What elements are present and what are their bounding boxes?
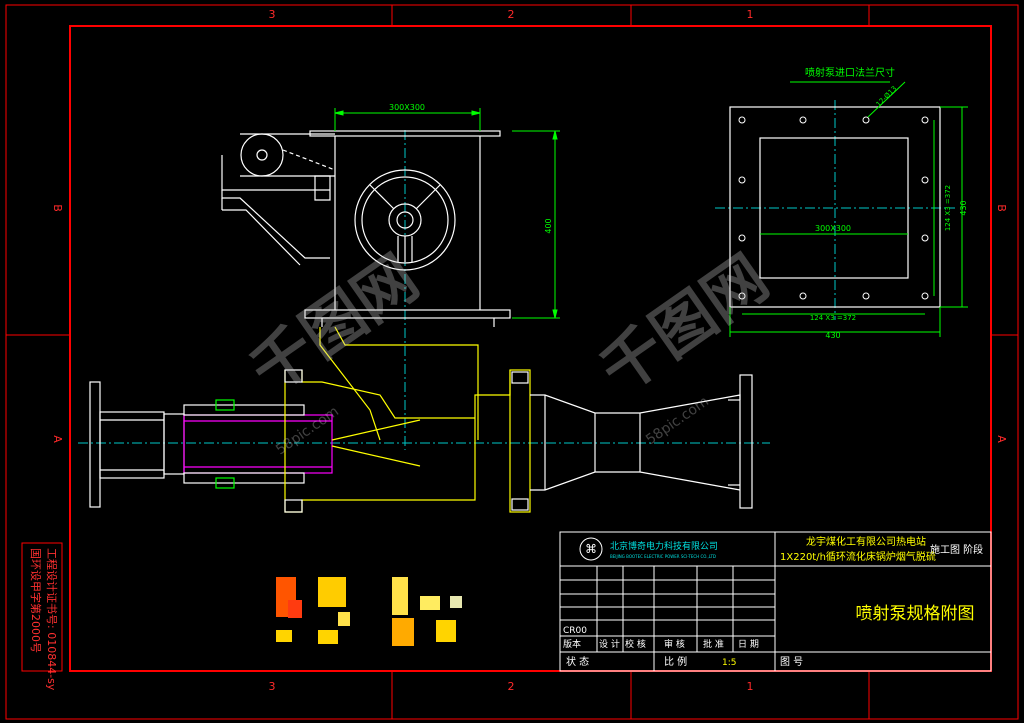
drawing-title: 喷射泵规格附图 [856, 604, 975, 624]
flange-title: 喷射泵进口法兰尺寸 [805, 66, 895, 79]
drawing-number-label: 图 号 [780, 656, 803, 668]
grid-label-bottom-2: 2 [508, 680, 515, 693]
grid-label-right-2: A [995, 435, 1008, 443]
row-label-approve: 批 准 [703, 638, 724, 650]
company-name-cn: 北京博奇电力科技有限公司 [610, 540, 718, 552]
row-label-review: 审 核 [664, 638, 685, 650]
bolt-holes [738, 116, 929, 300]
grid-label-right-1: B [995, 204, 1008, 212]
logo-pixel-block [276, 577, 462, 646]
flange-outer-v: 430 [959, 200, 968, 215]
grid-label-left-1: B [51, 204, 64, 212]
row-label-version: 版本 [563, 638, 581, 650]
side-stamp-line2: 国环设甲字第2000号 [29, 548, 43, 653]
project-line2: 1X220t/h循环流化床锅炉烟气脱硫 [780, 550, 936, 563]
flange-bolt-spacing-v: 124 X3 =372 [944, 185, 952, 231]
project-line1: 龙宇煤化工有限公司热电站 [806, 535, 926, 548]
design-stage: 施工图 阶段 [930, 543, 983, 556]
grid-label-bottom-1: 3 [269, 680, 276, 693]
grid-label-left-2: A [51, 435, 64, 443]
flange-bolt-spacing-h: 124 X3 =372 [810, 314, 856, 322]
inlet-duct [221, 130, 511, 327]
company-name-en: BEIJING BOOTEC ELECTRIC POWER SCI-TECH C… [610, 554, 716, 559]
grid-label-top-2: 2 [508, 8, 515, 21]
grid-label-bottom-3: 1 [747, 680, 754, 693]
scale-value: 1:5 [722, 658, 736, 668]
flange-detail [729, 81, 968, 337]
title-block [559, 531, 992, 672]
outer-border [5, 4, 1019, 720]
revision-row-labels: 版本 设 计 校 核 审 核 批 准 日 期 [563, 638, 759, 650]
grid-label-top-3: 1 [747, 8, 754, 21]
dim-inlet-width-label: 300X300 [389, 103, 425, 112]
centerlines [78, 100, 955, 450]
side-stamp-line1: 工程设计证书号: 010844-sy [45, 548, 58, 691]
dim-inlet-width [334, 108, 481, 131]
flange-outer-h: 430 [825, 331, 840, 340]
dim-height [512, 130, 560, 319]
status-label: 状 态 [566, 655, 589, 668]
logo-glyph: ⌘ [585, 542, 597, 556]
row-label-check: 校 核 [625, 638, 646, 650]
pump-body [89, 326, 753, 513]
row-label-design: 设 计 [599, 638, 620, 650]
dim-height-label: 400 [544, 218, 553, 233]
revision-code: CR00 [563, 626, 587, 636]
flange-inner-label: 300X300 [815, 224, 851, 233]
grid-label-top-1: 3 [269, 8, 276, 21]
scale-label: 比 例 [664, 655, 687, 668]
side-stamp: 工程设计证书号: 010844-sy 国环设甲字第2000号 [21, 542, 63, 691]
grid-labels: 3 2 1 3 2 1 B A B A [51, 8, 1008, 693]
row-label-date: 日 期 [738, 639, 759, 650]
